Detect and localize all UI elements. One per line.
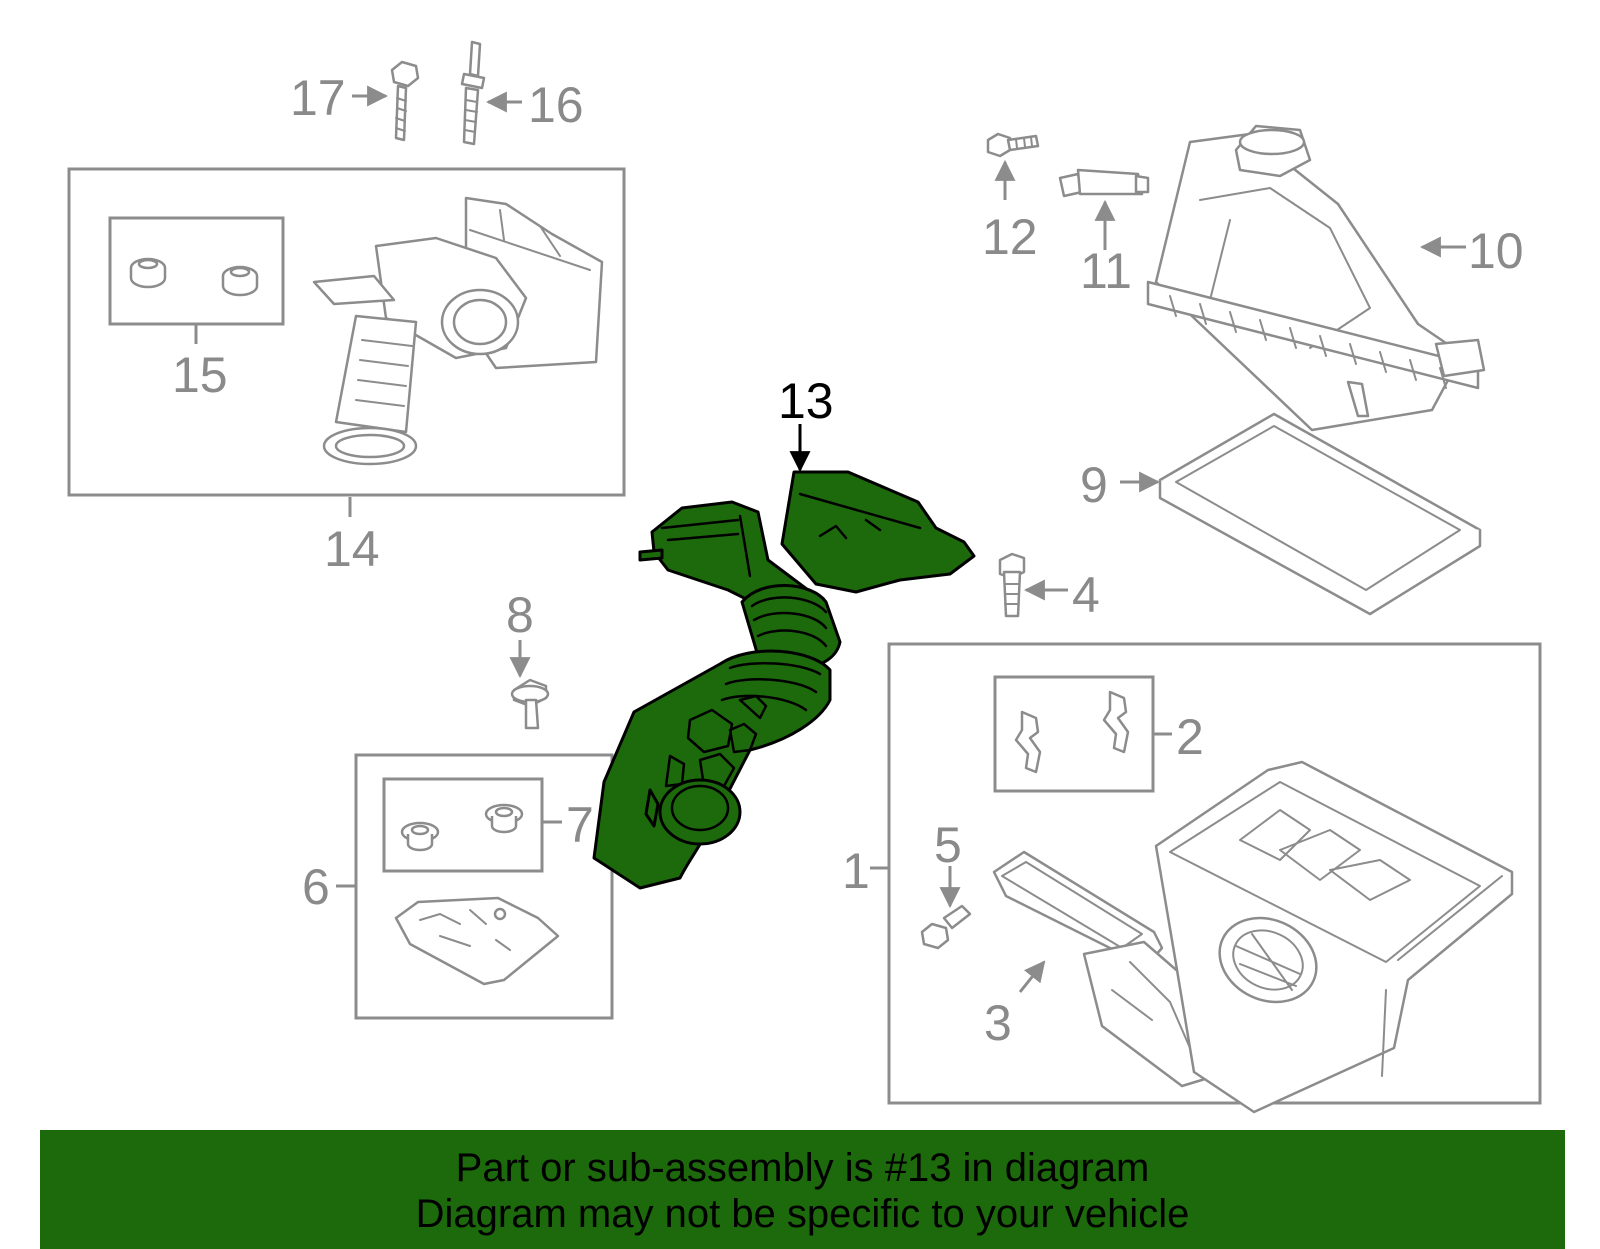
callout-8[interactable]: 8 xyxy=(506,587,534,643)
callout-10[interactable]: 10 xyxy=(1468,223,1524,279)
banner-line-2: Diagram may not be specific to your vehi… xyxy=(415,1192,1190,1236)
mass-air-flow-sensor-11-icon xyxy=(1058,168,1150,198)
stud-16-icon xyxy=(460,40,486,146)
grommet-7-icon xyxy=(400,803,524,852)
air-cleaner-body-1-icon xyxy=(1154,760,1514,1114)
callout-16[interactable]: 16 xyxy=(528,77,584,133)
callout-1[interactable]: 1 xyxy=(842,843,870,899)
callout-17[interactable]: 17 xyxy=(290,70,346,126)
callout-3[interactable]: 3 xyxy=(984,995,1012,1051)
callout-14[interactable]: 14 xyxy=(324,521,380,577)
box-7 xyxy=(382,777,544,873)
air-intake-hose-13-highlighted[interactable] xyxy=(592,470,976,890)
callout-6[interactable]: 6 xyxy=(302,859,330,915)
box-14 xyxy=(67,167,626,497)
throttle-body-assembly-icon xyxy=(312,196,604,466)
info-banner: Part or sub-assembly is #13 in diagram D… xyxy=(40,1130,1565,1249)
air-cleaner-cover-10-icon xyxy=(1146,124,1486,432)
bolt-17-icon xyxy=(390,60,420,142)
callout-4[interactable]: 4 xyxy=(1072,567,1100,623)
clip-2-icon xyxy=(1014,690,1130,774)
leader-3 xyxy=(1018,960,1046,993)
bracket-6-icon xyxy=(394,896,560,986)
callout-15[interactable]: 15 xyxy=(172,347,228,403)
box-1 xyxy=(887,642,1542,1105)
callout-5[interactable]: 5 xyxy=(934,817,962,873)
callout-9[interactable]: 9 xyxy=(1080,457,1108,513)
callout-11[interactable]: 11 xyxy=(1080,243,1132,299)
callout-12[interactable]: 12 xyxy=(982,209,1038,265)
bolt-12-icon xyxy=(986,132,1040,158)
grommet-15-icon xyxy=(129,257,259,297)
bolt-4-icon xyxy=(998,552,1026,618)
air-filter-9-icon xyxy=(1158,412,1482,616)
banner-line-1: Part or sub-assembly is #13 in diagram xyxy=(455,1146,1150,1190)
callout-7[interactable]: 7 xyxy=(566,797,594,853)
bolt-8-icon xyxy=(510,678,550,730)
callout-13[interactable]: 13 xyxy=(778,373,834,429)
callout-2[interactable]: 2 xyxy=(1176,709,1204,765)
bolt-5-icon xyxy=(920,904,972,950)
